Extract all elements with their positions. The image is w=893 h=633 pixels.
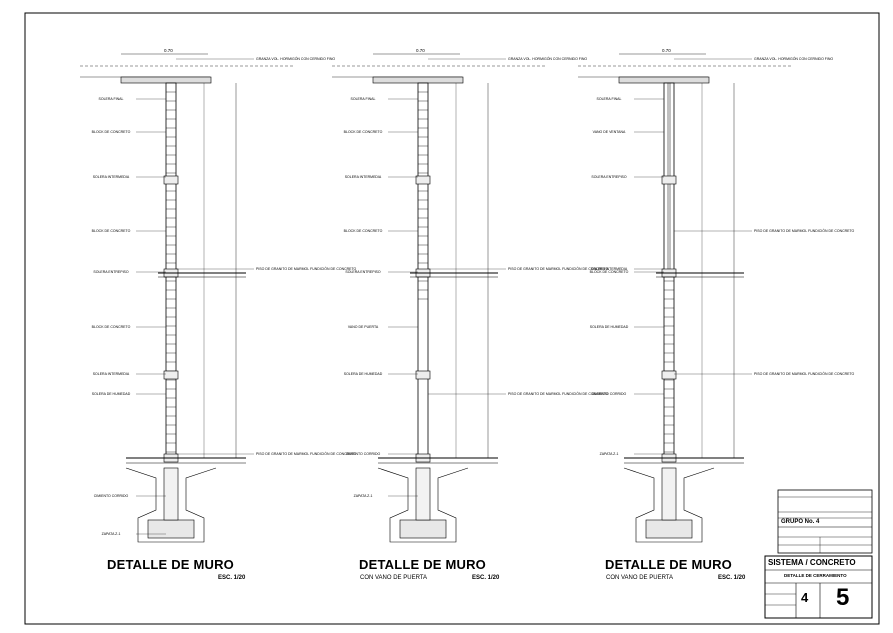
group-label: GRUPO No. 4 (781, 519, 820, 525)
title-block (764, 489, 873, 619)
content-label: DETALLE DE CERRAMIENTO (784, 573, 847, 578)
callout-label: SOLERA DE HUMEDAD (590, 325, 629, 329)
drawing-title-2: DETALLE DE MURO (359, 557, 486, 572)
sheet-number: 5 (836, 584, 850, 611)
callout-label: BLOCK DE CONCRETO (92, 325, 131, 329)
drawing-title-3: DETALLE DE MURO (605, 557, 732, 572)
top-dimension: 0.70 (164, 48, 173, 53)
system-label: SISTEMA / CONCRETO (768, 558, 856, 567)
callout-label: SOLERA ENTREPISO (93, 270, 128, 274)
callout-label: SOLERA INTERMEDIA (591, 267, 628, 271)
drawing-title-1: DETALLE DE MURO (107, 557, 234, 572)
callout-label: BLOCK DE CONCRETO (590, 270, 629, 274)
callout-label: BLOCK DE CONCRETO (344, 229, 383, 233)
callout-label: GRANZA VOL. HORMIGÓN CON CERNIDO FINO (256, 56, 335, 61)
top-dimension: 0.70 (416, 48, 425, 53)
callout-label: CIMIENTO CORRIDO (94, 494, 129, 498)
drawing-subtitle-3: CON VANO DE PUERTA (606, 575, 674, 581)
callout-label: BLOCK DE CONCRETO (344, 130, 383, 134)
top-dimension: 0.70 (662, 48, 671, 53)
callout-label: ZAPATA Z-1 (600, 452, 619, 456)
drawing-scale-3: ESC. 1/20 (718, 575, 746, 581)
group-number: 4 (801, 590, 809, 605)
callout-label: BLOCK DE CONCRETO (92, 229, 131, 233)
callout-label: SOLERA INTERMEDIA (93, 175, 130, 179)
callout-label: BLOCK DE CONCRETO (92, 130, 131, 134)
callout-label: VANO DE PUERTA (348, 325, 379, 329)
callout-label: GRANZA VOL. HORMIGÓN CON CERNIDO FINO (754, 56, 833, 61)
callout-label: ZAPATA Z-1 (354, 494, 373, 498)
callout-label: PISO DE GRANITO DE MARMOL FUNDICIÓN DE C… (256, 266, 357, 271)
callout-label: PISO DE GRANITO DE MARMOL FUNDICIÓN DE C… (508, 266, 609, 271)
callout-label: SOLERA FINAL (351, 97, 376, 101)
drawing-scale-1: ESC. 1/20 (218, 575, 246, 581)
callout-label: SOLERA DE HUMEDAD (344, 372, 383, 376)
callout-label: CIMIENTO CORRIDO (592, 392, 627, 396)
callout-label: SOLERA FINAL (597, 97, 622, 101)
callout-label: PISO DE GRANITO DE MARMOL FUNDICIÓN DE C… (754, 228, 855, 233)
callout-label: SOLERA ENTREPISO (345, 270, 380, 274)
callout-label: PISO DE GRANITO DE MARMOL FUNDICIÓN DE C… (256, 451, 357, 456)
callout-label: CIMIENTO CORRIDO (346, 452, 381, 456)
callout-label: SOLERA FINAL (99, 97, 124, 101)
drawing-scale-2: ESC. 1/20 (472, 575, 500, 581)
drawing-subtitle-2: CON VANO DE PUERTA (360, 575, 428, 581)
callout-label: SOLERA DE HUMEDAD (92, 392, 131, 396)
callout-label: SOLERA ENTREPISO (591, 175, 626, 179)
callout-label: SOLERA INTERMEDIA (93, 372, 130, 376)
callout-label: PISO DE GRANITO DE MARMOL FUNDICIÓN DE C… (754, 371, 855, 376)
callout-label: GRANZA VOL. HORMIGÓN CON CERNIDO FINO (508, 56, 587, 61)
sheet-border (24, 12, 880, 625)
callout-label: PISO DE GRANITO DE MARMOL FUNDICIÓN DE C… (508, 391, 609, 396)
callout-label: ZAPATA Z-1 (102, 532, 121, 536)
callout-label: VANO DE VENTANA (593, 130, 626, 134)
callout-label: SOLERA INTERMEDIA (345, 175, 382, 179)
